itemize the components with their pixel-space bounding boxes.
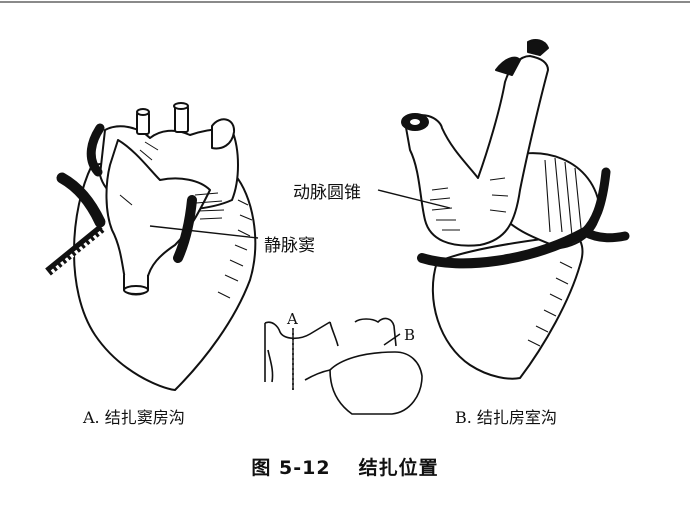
marker-a: A bbox=[287, 310, 298, 328]
figure-caption: 图 5-12 结扎位置 bbox=[0, 453, 690, 480]
marker-b: B bbox=[404, 326, 416, 344]
label-sinus-venosus: 静脉窦 bbox=[264, 236, 315, 256]
subcaption-a: A. 结扎窦房沟 bbox=[83, 408, 185, 427]
heart-b-drawing bbox=[377, 39, 630, 380]
heart-a-drawing bbox=[45, 102, 259, 391]
figure-number: 图 5-12 bbox=[251, 457, 331, 479]
subcaption-b: B. 结扎房室沟 bbox=[455, 408, 557, 427]
label-conus-arteriosus: 动脉圆锥 bbox=[293, 183, 361, 203]
figure-title: 结扎位置 bbox=[358, 457, 439, 479]
inset-sketch bbox=[264, 317, 423, 415]
